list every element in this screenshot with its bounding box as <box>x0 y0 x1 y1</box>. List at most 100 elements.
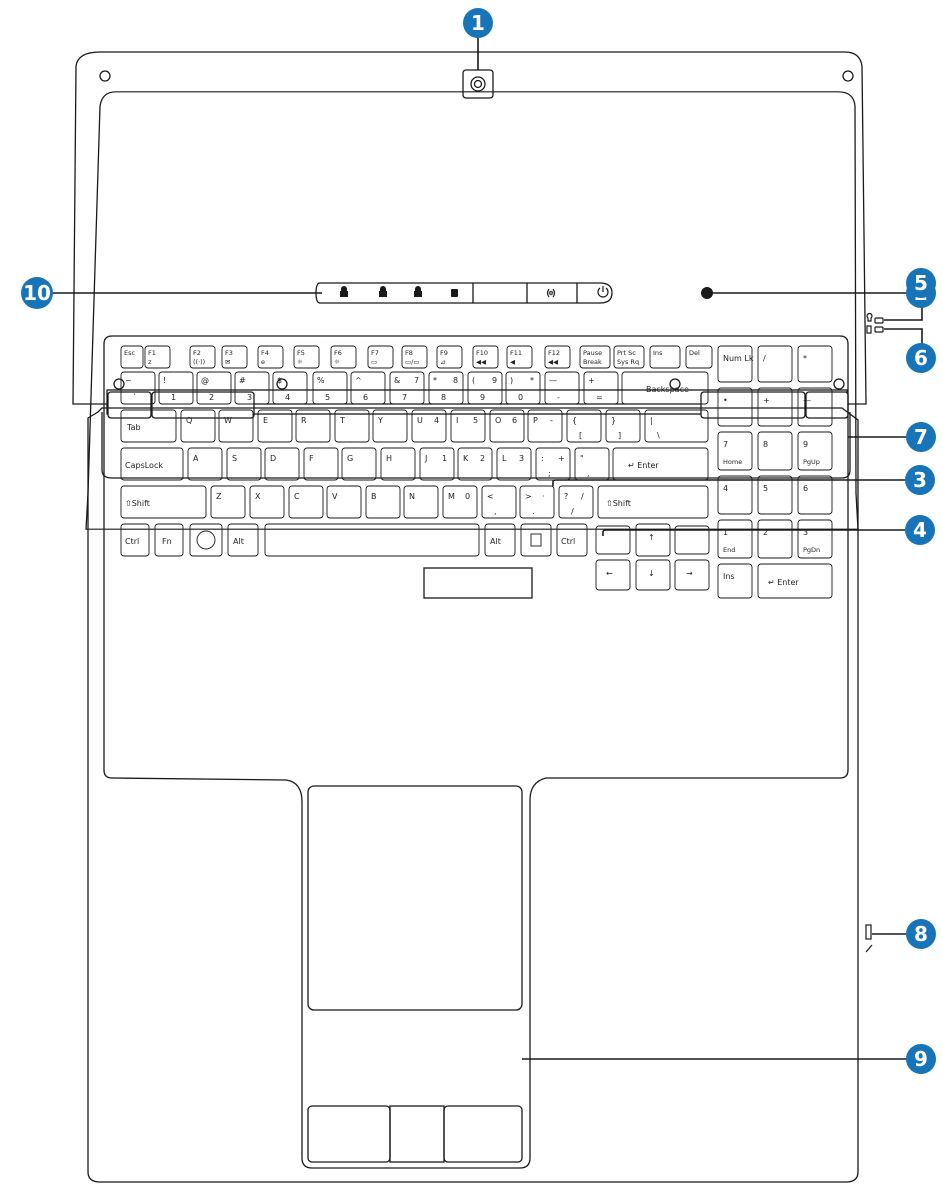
a-row-key-2[interactable] <box>264 447 300 481</box>
arrow-right-key[interactable] <box>674 559 710 591</box>
fn-key-13[interactable] <box>579 345 611 369</box>
spacebar-key[interactable] <box>264 523 480 557</box>
fn-key-12[interactable] <box>544 345 571 369</box>
numpad-dot[interactable] <box>717 387 753 427</box>
shift-left-key[interactable] <box>120 485 207 519</box>
numpad-9[interactable] <box>797 431 833 471</box>
fn-key[interactable] <box>154 523 184 557</box>
fn-key-4[interactable] <box>257 345 284 369</box>
q-row-key-12[interactable] <box>644 409 709 443</box>
backspace-key[interactable] <box>621 371 709 405</box>
q-row-key-4[interactable] <box>334 409 370 443</box>
numpad-slash[interactable] <box>757 345 793 383</box>
a-row-key-0[interactable] <box>187 447 223 481</box>
alt-right-key[interactable] <box>484 523 516 557</box>
numpad-3[interactable] <box>797 519 833 559</box>
fn-key-15[interactable] <box>649 345 681 369</box>
ctrl-left-key[interactable] <box>120 523 150 557</box>
num-key-1[interactable] <box>158 371 194 405</box>
z-row-key-2[interactable] <box>288 485 324 519</box>
num-key-8[interactable] <box>428 371 464 405</box>
alt-left-key[interactable] <box>227 523 259 557</box>
q-row-key-10[interactable] <box>566 409 602 443</box>
numpad-7[interactable] <box>717 431 753 471</box>
fn-key-6[interactable] <box>330 345 357 369</box>
z-row-key-9[interactable] <box>558 485 594 519</box>
a-row-key-8[interactable] <box>496 447 532 481</box>
numpad-plus[interactable] <box>757 387 793 427</box>
arrow-blank-right[interactable] <box>674 525 710 555</box>
arrow-up-key[interactable] <box>635 523 671 557</box>
q-row-key-3[interactable] <box>295 409 331 443</box>
q-row-key-6[interactable] <box>411 409 447 443</box>
fn-key-5[interactable] <box>293 345 320 369</box>
a-row-key-4[interactable] <box>341 447 377 481</box>
numpad-2[interactable] <box>757 519 793 559</box>
q-row-key-0[interactable] <box>180 409 216 443</box>
q-row-key-7[interactable] <box>450 409 486 443</box>
q-row-key-1[interactable] <box>218 409 254 443</box>
fn-key-11[interactable] <box>506 345 533 369</box>
numpad-8[interactable] <box>757 431 793 471</box>
a-row-key-6[interactable] <box>419 447 455 481</box>
num-key-12[interactable] <box>583 371 619 405</box>
z-row-key-1[interactable] <box>249 485 285 519</box>
ctrl-right-key[interactable] <box>556 523 588 557</box>
z-row-key-6[interactable] <box>442 485 478 519</box>
fn-key-0[interactable] <box>120 345 144 369</box>
a-row-key-3[interactable] <box>303 447 339 481</box>
z-row-key-0[interactable] <box>210 485 246 519</box>
q-row-key-9[interactable] <box>527 409 563 443</box>
q-row-key-11[interactable] <box>605 409 641 443</box>
fn-key-8[interactable] <box>401 345 428 369</box>
tab-key[interactable] <box>120 409 177 443</box>
a-row-key-10[interactable] <box>574 447 610 481</box>
z-row-key-4[interactable] <box>365 485 401 519</box>
numpad-minus[interactable] <box>797 387 833 427</box>
q-row-key-5[interactable] <box>372 409 408 443</box>
z-row-key-7[interactable] <box>481 485 517 519</box>
num-key-9[interactable] <box>467 371 503 405</box>
arrow-blank-left[interactable] <box>595 525 631 555</box>
menu-key[interactable] <box>520 523 552 557</box>
fn-key-14[interactable] <box>613 345 645 369</box>
capslock-key[interactable] <box>120 447 184 481</box>
shift-right-key[interactable] <box>597 485 709 519</box>
fn-key-16[interactable] <box>685 345 713 369</box>
z-row-key-3[interactable] <box>326 485 362 519</box>
fn-key-9[interactable] <box>436 345 463 369</box>
q-row-key-8[interactable] <box>489 409 525 443</box>
arrow-down-key[interactable] <box>635 559 671 591</box>
a-row-key-5[interactable] <box>380 447 416 481</box>
num-key-10[interactable] <box>505 371 541 405</box>
numpad-1[interactable] <box>717 519 753 559</box>
num-key-5[interactable] <box>312 371 348 405</box>
fn-key-1[interactable] <box>144 345 171 369</box>
numpad-4[interactable] <box>717 475 753 515</box>
numpad-numlk[interactable] <box>717 345 753 383</box>
numpad-5[interactable] <box>757 475 793 515</box>
a-row-key-9[interactable] <box>535 447 571 481</box>
num-key-11[interactable] <box>544 371 580 405</box>
a-row-key-1[interactable] <box>226 447 262 481</box>
num-key-7[interactable] <box>389 371 425 405</box>
numpad-enter[interactable] <box>757 563 833 599</box>
windows-key[interactable] <box>189 523 223 557</box>
numpad-star[interactable] <box>797 345 833 383</box>
z-row-key-5[interactable] <box>403 485 439 519</box>
numpad-6[interactable] <box>797 475 833 515</box>
z-row-key-8[interactable] <box>519 485 555 519</box>
fn-key-10[interactable] <box>472 345 499 369</box>
num-key-0[interactable] <box>120 371 156 405</box>
fn-key-2[interactable] <box>189 345 216 369</box>
num-key-6[interactable] <box>350 371 386 405</box>
num-key-2[interactable] <box>196 371 232 405</box>
num-key-4[interactable] <box>272 371 308 405</box>
num-key-3[interactable] <box>234 371 270 405</box>
q-row-key-2[interactable] <box>257 409 293 443</box>
arrow-left-key[interactable] <box>595 559 631 591</box>
fn-key-3[interactable] <box>221 345 248 369</box>
numpad-ins[interactable] <box>717 563 753 599</box>
a-row-key-7[interactable] <box>457 447 493 481</box>
fn-key-7[interactable] <box>367 345 394 369</box>
